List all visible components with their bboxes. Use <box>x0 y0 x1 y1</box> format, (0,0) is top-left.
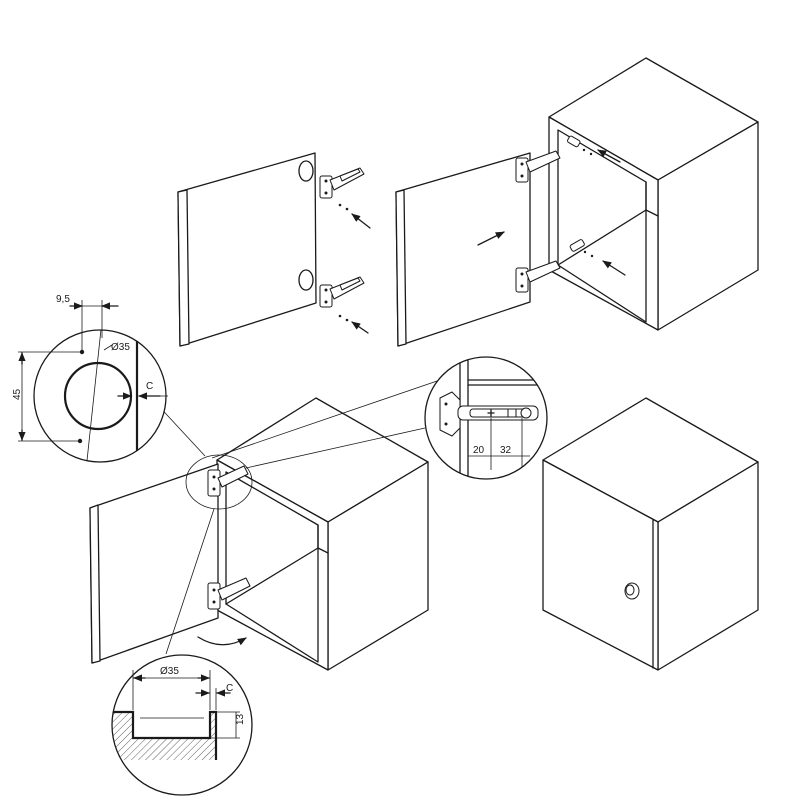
door-panel-front <box>177 152 317 347</box>
hinge-icon <box>515 150 561 183</box>
dim-plate-offset-2: 32 <box>500 445 512 456</box>
cup-hole-top <box>298 160 314 182</box>
door-panel-edge <box>177 189 190 347</box>
cabinet-opening <box>225 471 319 663</box>
dim-edge-distance: C <box>146 381 153 392</box>
rotate-arrow-icon <box>197 636 247 646</box>
door-panel-edge <box>395 189 407 347</box>
dim-cup-diameter: Ø35 <box>160 666 179 677</box>
hinge-icon <box>207 465 249 497</box>
arrow-icon <box>602 260 626 276</box>
arrow-icon <box>477 231 505 246</box>
door-panel-front <box>395 152 531 347</box>
step2-cabinet-and-door <box>395 57 759 347</box>
dim-edge-distance: C <box>226 683 233 694</box>
hinge-icon <box>207 577 251 610</box>
dim-cup-depth: 13 <box>235 713 246 725</box>
arrow-icon <box>351 321 369 334</box>
detail-callout-ring <box>185 454 253 510</box>
dim-hinge-offset: 9,5 <box>56 294 70 305</box>
detail-cup-hole-position: 9,5 45 Ø35 C <box>12 294 168 463</box>
step4-cabinet-closed <box>542 397 759 671</box>
door-panel-edge <box>89 504 101 664</box>
hinge-icon <box>319 167 365 199</box>
cup-hole-bottom <box>298 269 314 291</box>
dim-cup-diameter: Ø35 <box>111 342 130 353</box>
door-panel-front <box>89 463 219 664</box>
hinge-icon <box>319 276 365 308</box>
arrow-icon <box>597 149 621 163</box>
step3-cabinet-door-open <box>89 379 441 671</box>
detail-cup-depth-section: Ø35 C 13 <box>111 654 253 796</box>
hinge-icon <box>515 260 561 293</box>
dim-plate-offset-1: 20 <box>473 445 485 456</box>
detail-mounting-plate: 20 32 <box>424 356 548 480</box>
dim-hinge-spacing: 45 <box>12 388 23 400</box>
arrow-icon <box>351 213 371 229</box>
cabinet-door-front <box>542 459 659 671</box>
step1-door-with-hinges <box>177 152 371 347</box>
